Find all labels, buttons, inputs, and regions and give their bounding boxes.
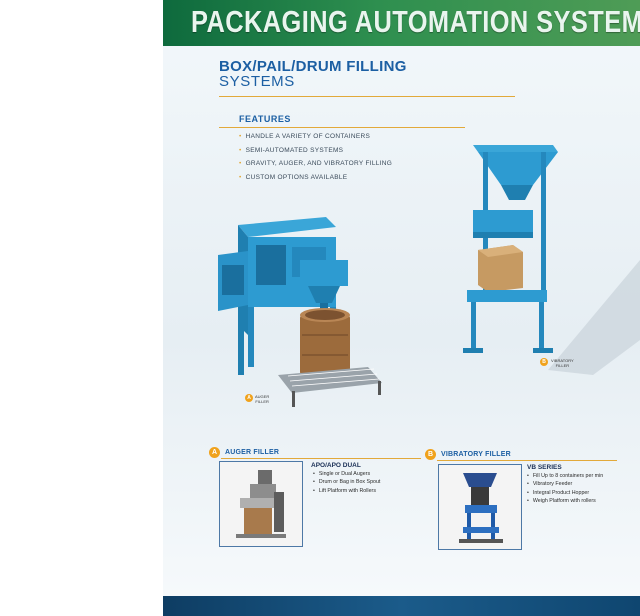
vibratory-spec-list: •Fill Up to 8 containers per min •Vibrat… [527, 472, 603, 506]
bullet-icon: • [239, 173, 242, 181]
auger-marker-badge: A [245, 394, 253, 402]
vibratory-machine-image [439, 465, 521, 549]
section-title: BOX/PAIL/DRUM FILLING [219, 58, 407, 75]
spec-item: •Drum or Bag in Box Spout [313, 478, 380, 486]
spec-item: •Lift Platform with Rollers [313, 487, 380, 495]
spec-item: •Vibratory Feeder [527, 480, 603, 488]
auger-marker-label: AUGER FILLER [255, 394, 270, 404]
spec-text: Drum or Bag in Box Spout [318, 479, 381, 486]
feature-item: •HANDLE A VARIETY OF CONTAINERS [239, 130, 392, 144]
vibratory-marker-badge: B [540, 358, 548, 366]
bullet-icon: • [313, 471, 315, 477]
auger-section-badge: A [209, 447, 220, 458]
feature-item: •GRAVITY, AUGER, AND VIBRATORY FILLING [239, 157, 392, 171]
vibratory-section-divider [437, 460, 617, 461]
feature-text: SEMI-AUTOMATED SYSTEMS [245, 146, 344, 154]
spec-item: •Single or Dual Augers [313, 470, 380, 478]
title-divider [219, 96, 515, 97]
feature-item: •CUSTOM OPTIONS AVAILABLE [239, 171, 392, 185]
feature-list: •HANDLE A VARIETY OF CONTAINERS •SEMI-AU… [239, 130, 392, 184]
auger-section-divider [221, 458, 421, 459]
auger-filler-illustration [218, 217, 382, 407]
vibratory-model-title: VB SERIES [527, 464, 562, 471]
auger-spec-list: •Single or Dual Augers •Drum or Bag in B… [313, 470, 380, 495]
section-subtitle: SYSTEMS [219, 73, 295, 90]
bullet-icon: • [527, 498, 529, 505]
features-title: FEATURES [239, 114, 291, 124]
bullet-icon: • [527, 489, 529, 496]
vibratory-marker-label: VIBRATORY FILLER [551, 358, 574, 368]
features-divider [219, 127, 465, 128]
bullet-icon: • [239, 133, 242, 140]
auger-machine-image [220, 462, 302, 546]
footer-band [163, 596, 640, 616]
auger-product-photo [219, 461, 303, 547]
vibratory-section-heading: VIBRATORY FILLER [441, 451, 511, 458]
spec-text: Fill Up to 8 containers per min [532, 473, 604, 479]
bullet-icon: • [239, 146, 242, 154]
header-banner: PACKAGING AUTOMATION SYSTEMS [163, 0, 640, 46]
feature-text: CUSTOM OPTIONS AVAILABLE [245, 173, 348, 181]
vibratory-section-badge: B [425, 449, 436, 460]
auger-model-title: APO/APO DUAL [311, 462, 361, 469]
banner-title: PACKAGING AUTOMATION SYSTEMS [191, 4, 640, 39]
feature-text: GRAVITY, AUGER, AND VIBRATORY FILLING [245, 160, 393, 167]
feature-item: •SEMI-AUTOMATED SYSTEMS [239, 144, 392, 158]
spec-item: •Weigh Platform with rollers [527, 497, 603, 505]
bullet-icon: • [527, 473, 529, 479]
vibratory-filler-illustration [463, 145, 640, 375]
feature-text: HANDLE A VARIETY OF CONTAINERS [245, 133, 371, 140]
bullet-icon: • [239, 160, 242, 167]
spec-text: Lift Platform with Rollers [318, 487, 376, 494]
vibratory-product-photo [438, 464, 522, 550]
spec-item: •Fill Up to 8 containers per min [527, 472, 603, 480]
brochure-page: PACKAGING AUTOMATION SYSTEMS BOX/PAIL/DR… [163, 0, 640, 616]
spec-text: Integral Product Hopper [532, 489, 590, 496]
auger-section-heading: AUGER FILLER [225, 449, 280, 456]
bullet-icon: • [313, 479, 315, 486]
spec-text: Vibratory Feeder [532, 481, 573, 488]
bullet-icon: • [313, 487, 315, 494]
bullet-icon: • [527, 481, 529, 488]
spec-item: •Integral Product Hopper [527, 489, 603, 497]
spec-text: Weigh Platform with rollers [532, 498, 596, 505]
spec-text: Single or Dual Augers [318, 471, 371, 477]
